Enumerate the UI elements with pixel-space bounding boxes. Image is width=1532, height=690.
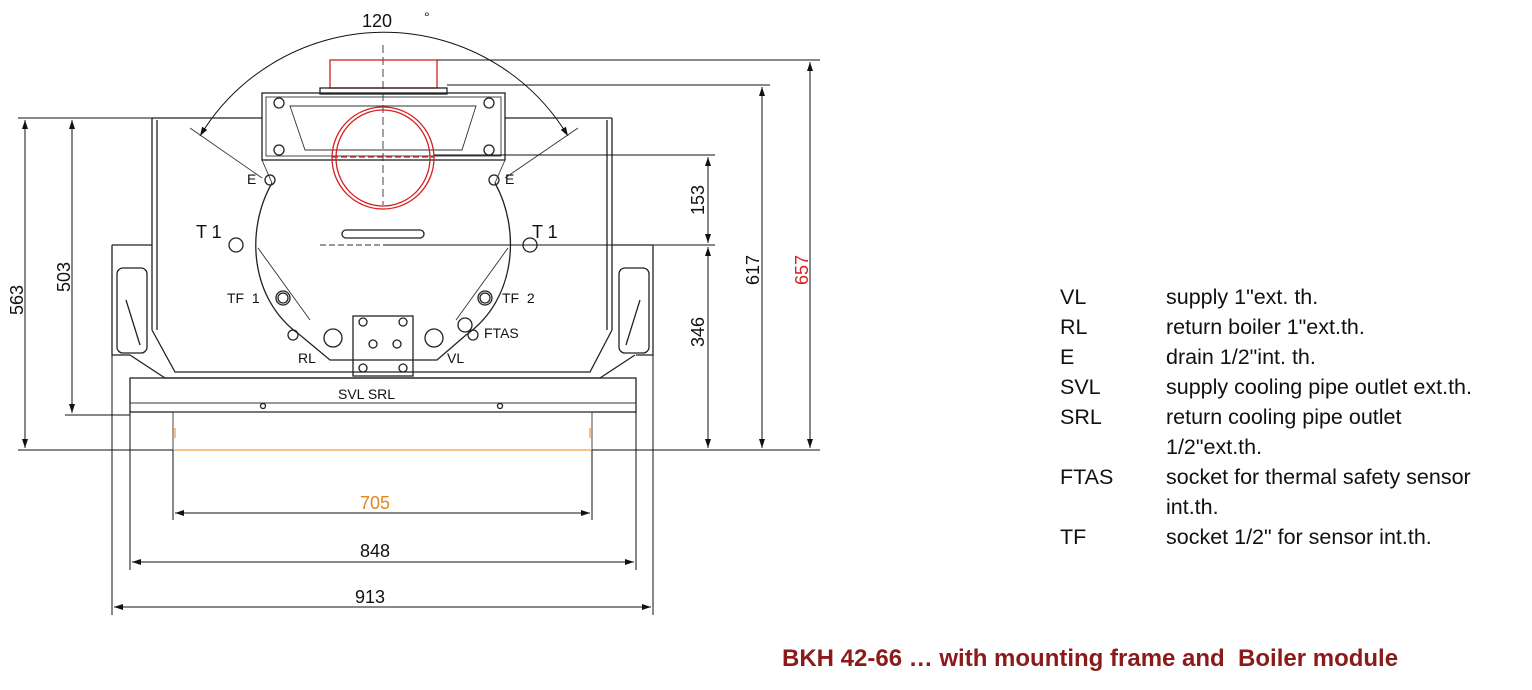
label-svl-srl: SVL SRL (338, 386, 395, 402)
legend-row: SVL supply cooling pipe outlet ext.th. (1060, 372, 1526, 402)
legend-row: TF socket 1/2" for sensor int.th. (1060, 522, 1526, 552)
dim-705: 705 (360, 493, 390, 513)
legend-desc: supply 1"ext. th. (1166, 285, 1319, 309)
degree-symbol: ° (424, 9, 430, 25)
dim-346: 346 (688, 317, 708, 347)
legend-desc: socket 1/2" for sensor int.th. (1166, 525, 1432, 549)
label-tf2: TF 2 (502, 290, 535, 306)
label-t1-left: T 1 (196, 222, 222, 242)
flue-collar (261, 92, 506, 161)
flue-outlet (329, 59, 438, 89)
label-t1-right: T 1 (532, 222, 558, 242)
label-vl: VL (447, 350, 464, 366)
angle-label: 120 (362, 11, 392, 31)
legend-desc: return boiler 1"ext.th. (1166, 315, 1365, 339)
dim-848: 848 (360, 541, 390, 561)
label-ftas: FTAS (484, 325, 519, 341)
legend-code: SRL (1060, 405, 1102, 429)
label-e-left: E (247, 171, 256, 187)
legend-row: RL return boiler 1"ext.th. (1060, 312, 1526, 342)
legend-desc: drain 1/2"int. th. (1166, 345, 1316, 369)
legend-row: VL supply 1"ext. th. (1060, 282, 1526, 312)
dimension-lines (18, 59, 820, 615)
dim-503: 503 (54, 262, 74, 292)
flue-pipe-circle (331, 106, 435, 210)
dim-617: 617 (743, 255, 763, 285)
mounting-frame (111, 244, 654, 451)
legend-code: TF (1060, 525, 1087, 549)
dim-153: 153 (688, 185, 708, 215)
legend-code: RL (1060, 315, 1088, 339)
label-rl: RL (298, 350, 316, 366)
flue-flange (319, 87, 448, 95)
legend-desc: socket for thermal safety sensor int.th. (1166, 465, 1471, 519)
legend-code: VL (1060, 285, 1087, 309)
dim-563: 563 (7, 285, 27, 315)
legend-code: E (1060, 345, 1075, 369)
legend-code: FTAS (1060, 465, 1114, 489)
label-e-right: E (505, 171, 514, 187)
legend-desc: supply cooling pipe outlet ext.th. (1166, 375, 1472, 399)
angle-arc (189, 31, 579, 205)
legend-row: FTAS socket for thermal safety sensor int… (1060, 462, 1526, 522)
label-tf1: TF 1 (227, 290, 260, 306)
dim-913: 913 (355, 587, 385, 607)
legend: VL supply 1"ext. th. RL return boiler 1"ex… (1060, 282, 1526, 552)
dim-657: 657 (792, 255, 812, 285)
legend-code: SVL (1060, 375, 1101, 399)
boiler-body (151, 117, 715, 377)
legend-desc: return cooling pipe outlet 1/2"ext.th. (1166, 405, 1402, 459)
legend-row: SRL return cooling pipe outlet 1/2"ext.th… (1060, 402, 1526, 462)
drawing-title: BKH 42-66 … with mounting frame and Boil… (782, 645, 1399, 672)
